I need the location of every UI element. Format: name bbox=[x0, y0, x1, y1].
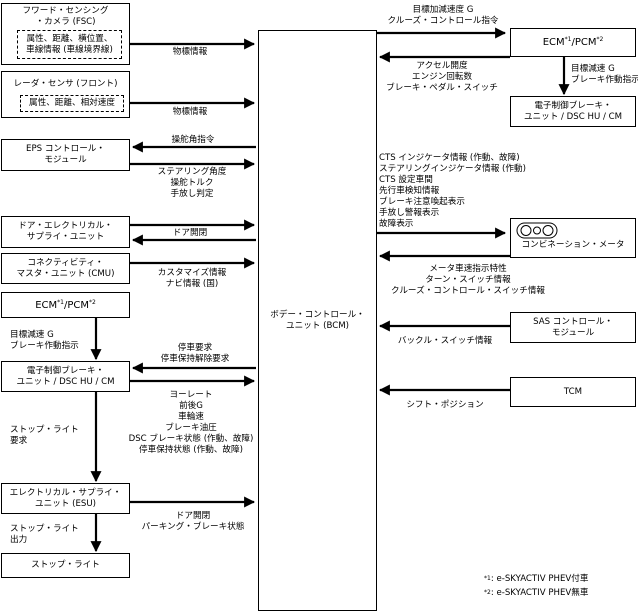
bcm-box: ボデー・コントロール・ ユニット (BCM) bbox=[258, 30, 377, 611]
label-bcm-to-ecm: 目標加減速度 G クルーズ・コントロール指令 bbox=[387, 5, 499, 26]
label-ecm-to-dsc-right: 目標減速 G ブレーキ作動指示 bbox=[571, 64, 638, 85]
fsc-attribute-box: 属性、距離、横位置、 車線情報 (車線境界線) bbox=[17, 30, 122, 59]
door-line1: ドア・エレクトリカル・ bbox=[18, 221, 113, 231]
label-bcm-to-dsc-left: 停車要求 停車保持解除要求 bbox=[160, 343, 230, 364]
dsc-left-line2: ユニット / DSC HU / CM bbox=[16, 376, 115, 387]
ecm-right-label: ECM*1/PCM*2 bbox=[542, 36, 604, 48]
label-combi-to-bcm: メータ車速指示特性 ターン・スイッチ情報 クルーズ・コントロール・スイッチ情報 bbox=[390, 264, 545, 296]
label-ecm-to-dsc-left: 目標減速 G ブレーキ作動指示 bbox=[10, 330, 79, 351]
label-ecm-to-bcm: アクセル開度 エンジン回転数 ブレーキ・ペダル・スイッチ bbox=[386, 61, 498, 93]
combi-meter-box: コンビネーション・メータ bbox=[510, 218, 636, 258]
combi-label: コンビネーション・メータ bbox=[521, 240, 625, 250]
ecm-left-box: ECM*1/PCM*2 bbox=[1, 292, 130, 318]
radar-title: レーダ・センサ (フロント) bbox=[13, 79, 118, 89]
fsc-title-line2: ・カメラ (FSC) bbox=[35, 17, 96, 27]
radar-attribute-box: 属性、距離、相対速度 bbox=[20, 95, 124, 112]
tcm-box: TCM bbox=[510, 377, 636, 407]
eps-line2: モジュール bbox=[44, 155, 87, 165]
sas-line2: モジュール bbox=[551, 327, 595, 338]
stoplight-label: ストップ・ライト bbox=[31, 560, 100, 570]
dsc-right-line2: ユニット / DSC HU / CM bbox=[523, 111, 623, 122]
footnote-2: *2: e-SKYACTIV PHEV無車 bbox=[484, 588, 589, 598]
label-bcm-to-combi: CTS インジケータ情報 (作動、故障) ステアリングインジケータ情報 (作動)… bbox=[379, 153, 526, 229]
label-esu-to-stoplight: ストップ・ライト 出力 bbox=[10, 524, 79, 545]
cmu-line2: マスタ・ユニット (CMU) bbox=[16, 268, 115, 279]
sas-line1: SAS コントロール・ bbox=[533, 316, 613, 327]
fsc-sub-line1: 属性、距離、横位置、 bbox=[26, 33, 113, 44]
dsc-left-box: 電子制御ブレーキ・ ユニット / DSC HU / CM bbox=[1, 361, 130, 392]
label-eps-to-bcm: ステアリング角度 操舵トルク 手放し判定 bbox=[157, 167, 227, 199]
ecm-left-label: ECM*1/PCM*2 bbox=[35, 298, 96, 311]
dsc-right-line1: 電子制御ブレーキ・ bbox=[534, 100, 612, 111]
label-dsc-to-esu: ストップ・ライト 要求 bbox=[10, 425, 79, 446]
ecm-right-box: ECM*1/PCM*2 bbox=[510, 28, 636, 57]
label-dsc-to-bcm: ヨーレート 前後G 車輪速 ブレーキ油圧 DSC ブレーキ状態 (作動、故障) … bbox=[128, 390, 254, 455]
radar-sub: 属性、距離、相対速度 bbox=[29, 98, 115, 108]
label-bcm-to-door: ドア開閉 bbox=[172, 228, 208, 238]
tcm-label: TCM bbox=[563, 386, 583, 397]
sas-box: SAS コントロール・ モジュール bbox=[510, 312, 636, 343]
meter-icon bbox=[516, 222, 558, 239]
door-line2: サプライ・ユニット bbox=[26, 232, 105, 242]
label-bcm-to-eps: 操舵角指令 bbox=[171, 135, 215, 145]
eps-box: EPS コントロール・ モジュール bbox=[1, 139, 130, 171]
label-esu-to-bcm: ドア開閉 パーキング・ブレーキ状態 bbox=[141, 511, 245, 532]
dsc-left-line1: 電子制御ブレーキ・ bbox=[26, 365, 105, 376]
footnote-1: *1: e-SKYACTIV PHEV付車 bbox=[484, 574, 589, 584]
label-cmu-to-bcm: カスタマイズ情報 ナビ情報 (国) bbox=[157, 268, 227, 289]
bcm-line1: ボデー・コントロール・ bbox=[270, 309, 365, 320]
label-sas-to-bcm: バックル・スイッチ情報 bbox=[397, 336, 493, 346]
stoplight-box: ストップ・ライト bbox=[1, 553, 130, 578]
door-box: ドア・エレクトリカル・ サプライ・ユニット bbox=[1, 216, 130, 248]
cmu-box: コネクティビティ・ マスタ・ユニット (CMU) bbox=[1, 253, 130, 284]
esu-line2: ユニット (ESU) bbox=[35, 498, 96, 509]
eps-line1: EPS コントロール・ bbox=[26, 144, 105, 154]
label-tcm-to-bcm: シフト・ポジション bbox=[406, 400, 484, 410]
label-radar-to-bcm: 物標情報 bbox=[172, 107, 208, 117]
esu-box: エレクトリカル・サプライ・ ユニット (ESU) bbox=[1, 483, 130, 514]
dsc-right-box: 電子制御ブレーキ・ ユニット / DSC HU / CM bbox=[510, 96, 636, 127]
cmu-line1: コネクティビティ・ bbox=[27, 257, 104, 268]
esu-line1: エレクトリカル・サプライ・ bbox=[9, 487, 122, 498]
fsc-title-line1: フワード・センシング bbox=[22, 6, 109, 16]
bcm-line2: ユニット (BCM) bbox=[286, 320, 349, 331]
label-fsc-to-bcm: 物標情報 bbox=[172, 47, 208, 57]
fsc-sub-line2: 車線情報 (車線境界線) bbox=[26, 44, 113, 55]
